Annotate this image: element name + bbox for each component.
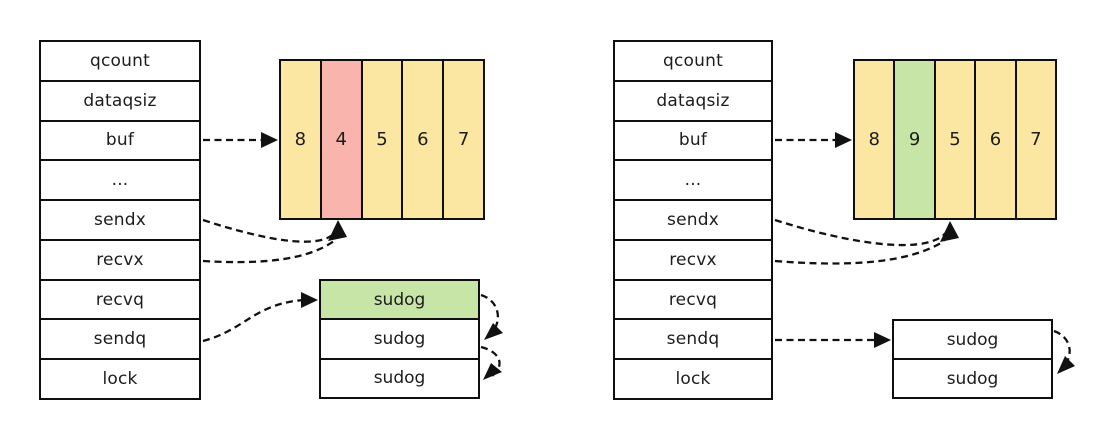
buffer-cell: 5 [935,61,977,218]
arrowhead-right-icon [874,332,891,348]
buffer-cell: 8 [855,61,896,218]
arrowhead-down-left-icon [1057,356,1075,374]
sudog-queue-right: sudog sudog [892,319,1053,399]
sendq-pointer-arrow-left [202,292,318,343]
sudog-item: sudog [321,359,478,397]
arrowhead-up-icon [328,220,347,241]
struct-field-recvq: recvq [615,281,771,321]
buffer-cell: 7 [444,61,483,218]
arrowhead-down-left-icon [483,363,502,380]
arrowhead-right-icon [261,132,278,148]
arrowhead-right-icon [301,292,318,308]
struct-field-lock: lock [102,369,138,390]
buffer-cell-highlighted: 4 [321,61,363,218]
recvx-pointer-arrow-right [774,221,959,265]
struct-field-ellipsis: ... [41,161,199,202]
struct-field-recvx: recvx [41,241,199,281]
sendq-pointer-arrow-right [775,332,891,348]
ring-buffer-left: 8 4 5 6 7 [279,59,485,220]
buffer-cell: 6 [976,61,1017,218]
buf-pointer-arrow-left [203,132,278,148]
struct-field-recvx: recvx [615,241,771,281]
buffer-cell: 7 [1016,61,1056,218]
sudog-item: sudog [894,321,1051,360]
sendx-pointer-arrow-left [202,218,340,243]
sudog-item: sudog [894,360,1051,397]
struct-field-buf: buf [41,122,199,162]
arrowhead-up-icon [940,221,959,242]
struct-field-lock: lock [675,369,711,390]
sudog-item-highlighted: sudog [321,281,478,321]
sudog-link-arrow-left-1 [480,293,503,340]
buffer-cell: 6 [403,61,445,218]
struct-field-sendq: sendq [41,320,199,361]
struct-field-sendq: sendq [615,320,771,361]
recvx-pointer-arrow-left [202,220,347,264]
struct-field-sendx: sendx [615,201,771,241]
buffer-cell: 5 [362,61,404,218]
struct-field-recvq: recvq [41,281,199,321]
sudog-link-arrow-right-1 [1053,329,1075,374]
buffer-cell: 8 [281,61,322,218]
struct-field-buf: buf [615,122,771,162]
hchan-struct-left: qcount dataqsiz buf ... sendx recvx recv… [39,40,201,400]
struct-field-sendx: sendx [41,201,199,241]
struct-field-dataqsiz: dataqsiz [41,82,199,122]
struct-field-dataqsiz: dataqsiz [615,82,771,122]
buf-pointer-arrow-right [775,132,852,148]
sendx-pointer-arrow-right [774,218,951,247]
arrowhead-right-icon [835,132,852,148]
struct-field-qcount: qcount [41,42,199,82]
sudog-link-arrow-left-2 [480,345,502,380]
struct-field-qcount: qcount [615,42,771,82]
sudog-item: sudog [321,320,478,360]
struct-field-ellipsis: ... [615,161,771,202]
buffer-cell-highlighted: 9 [895,61,936,218]
arrowhead-down-left-icon [484,323,503,340]
sudog-queue-left: sudog sudog sudog [319,279,480,399]
hchan-struct-right: qcount dataqsiz buf ... sendx recvx recv… [613,40,773,400]
ring-buffer-right: 8 9 5 6 7 [853,59,1057,220]
